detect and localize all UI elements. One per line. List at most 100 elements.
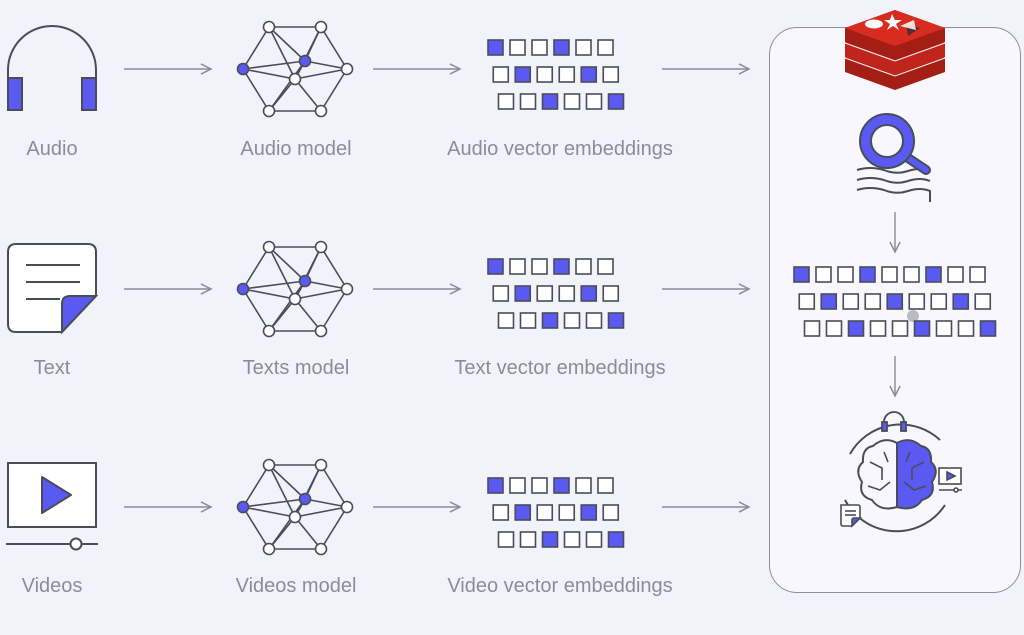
embedding-cell (531, 477, 548, 494)
embedding-cell (563, 531, 581, 548)
network-node (262, 240, 276, 254)
embedding-cell (585, 531, 603, 548)
embedding-cell (487, 258, 504, 275)
network-node (262, 104, 276, 118)
embedding-cell (536, 66, 554, 83)
network-edge (294, 298, 322, 332)
embedding-cell (531, 39, 548, 56)
network-node (262, 542, 276, 556)
embedding-cell (913, 320, 931, 337)
document-icon (7, 243, 99, 335)
embedding-cell (952, 293, 970, 310)
embedding-cell (553, 39, 570, 56)
embedding-cell (487, 477, 504, 494)
network-edge (304, 280, 348, 290)
embedding-cell (930, 293, 948, 310)
vector-grid-icon (487, 39, 625, 110)
embedding-cell (514, 504, 532, 521)
embedding-cell (886, 293, 904, 310)
network-edge (242, 68, 270, 112)
embedding-cell (519, 312, 537, 329)
mini-video-icon (938, 467, 962, 493)
embedding-cell (864, 293, 882, 310)
network-edge (294, 506, 348, 518)
embedding-cell (908, 293, 926, 310)
vector-grid-icon (487, 477, 625, 548)
network-node (288, 510, 302, 524)
embedding-cell (935, 320, 953, 337)
embedding-cell (607, 531, 625, 548)
embedding-cell (536, 504, 554, 521)
network-edge (242, 288, 270, 332)
embedding-cell (815, 266, 832, 283)
embedding-cell (798, 293, 816, 310)
embedding-cell (509, 258, 526, 275)
embedding-cell (881, 266, 898, 283)
network-node (236, 62, 250, 76)
network-node (340, 282, 354, 296)
neural-network-icon (236, 458, 354, 556)
network-edge (320, 26, 348, 70)
embedding-cell (903, 266, 920, 283)
embedding-cell (514, 66, 532, 83)
network-node (236, 500, 250, 514)
embedding-cell (580, 285, 598, 302)
audio-model-label: Audio model (240, 138, 352, 160)
mini-headphones-icon (881, 411, 907, 432)
network-node (288, 72, 302, 86)
network-edge (294, 78, 322, 112)
network-edge (242, 506, 296, 518)
embedding-cell (509, 39, 526, 56)
embedding-cell (553, 258, 570, 275)
embedding-cell (558, 504, 576, 521)
embedding-cell (497, 312, 515, 329)
network-edge (268, 464, 296, 518)
network-node (340, 500, 354, 514)
embedding-cell (602, 66, 620, 83)
embedding-cell (497, 93, 515, 110)
embedding-cell (842, 293, 860, 310)
embedding-cell (575, 39, 592, 56)
embedding-cell (597, 258, 614, 275)
network-edge (320, 288, 348, 332)
embedding-cell (519, 531, 537, 548)
embedding-cell (541, 312, 559, 329)
embedding-cell (580, 504, 598, 521)
text-embeddings-label: Text vector embeddings (454, 357, 666, 379)
embedding-cell (531, 258, 548, 275)
network-edge (242, 68, 296, 80)
embedding-cell (509, 477, 526, 494)
embedding-cell (859, 266, 876, 283)
network-node (262, 20, 276, 34)
embedding-cell (519, 93, 537, 110)
network-node (314, 542, 328, 556)
redis-logo (844, 10, 946, 90)
embedding-cell (487, 39, 504, 56)
network-node (314, 104, 328, 118)
mini-document-icon (840, 504, 862, 528)
embedding-cell (825, 320, 843, 337)
embedding-cell (974, 293, 992, 310)
embedding-cell (602, 504, 620, 521)
embedding-cell (847, 320, 865, 337)
headphones-icon (7, 25, 97, 111)
embedding-cell (969, 266, 986, 283)
network-node (314, 20, 328, 34)
embedding-cell (492, 504, 510, 521)
embedding-cell (585, 93, 603, 110)
embedding-cell (597, 477, 614, 494)
embedding-cell (947, 266, 964, 283)
embedding-cell (575, 477, 592, 494)
embedding-cell (514, 285, 532, 302)
network-edge (268, 60, 306, 112)
embedding-cell (891, 320, 909, 337)
embedding-cell (580, 66, 598, 83)
embedding-cell (563, 312, 581, 329)
network-edge (268, 26, 296, 80)
embedding-cell (541, 531, 559, 548)
embedding-cell (837, 266, 854, 283)
network-node (298, 54, 312, 68)
embedding-cell (607, 93, 625, 110)
network-edge (268, 26, 306, 62)
